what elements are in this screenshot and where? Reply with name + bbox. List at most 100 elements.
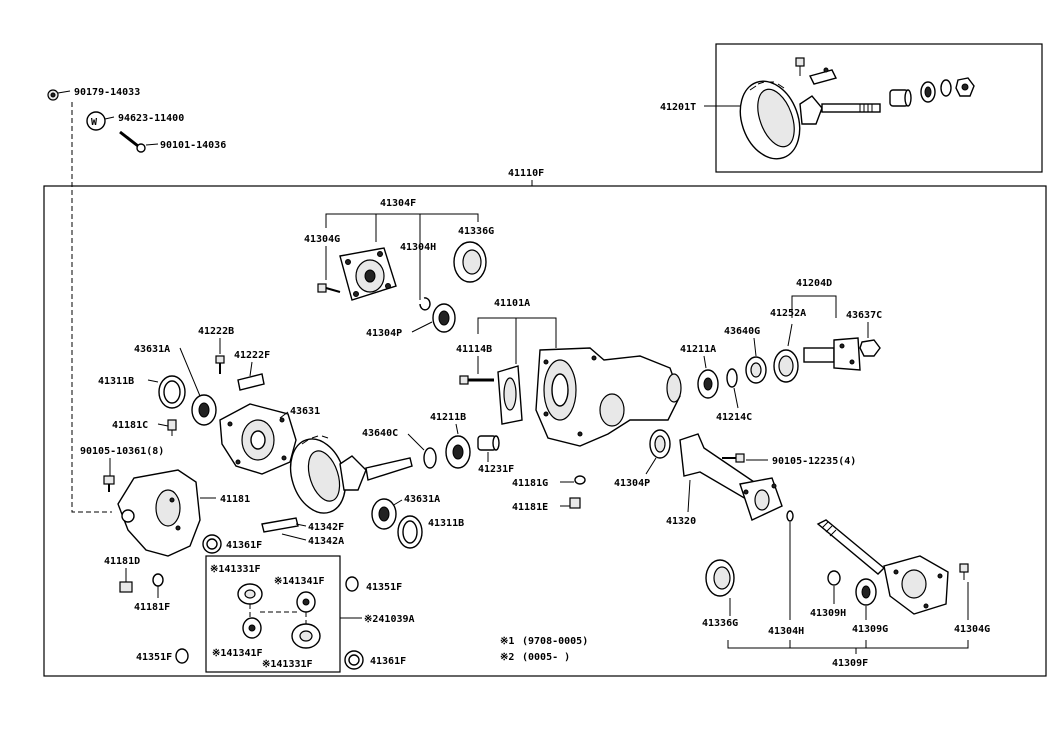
- axle-shaft-icon: [816, 519, 886, 575]
- part-label-43640G: 43640G: [724, 326, 760, 337]
- spacer-icon: [940, 79, 952, 97]
- part-label-41304F-top: 41304F: [380, 198, 416, 209]
- part-label-41336G-bot: 41336G: [702, 618, 738, 629]
- washer-letter: W: [91, 117, 98, 128]
- part-label-41304G-bot: 41304G: [954, 624, 990, 635]
- part-label-43631A-mid: 43631A: [404, 494, 440, 505]
- oil-seal-right-icon: [773, 349, 799, 383]
- bearing-top-icon: [432, 303, 456, 333]
- snap-ring-icon: [419, 297, 431, 311]
- bolt-icon: [119, 130, 146, 153]
- part-label-43640C: 43640C: [362, 428, 398, 439]
- part-label-41181F: 41181F: [134, 602, 170, 613]
- bearing-icon: [920, 81, 936, 103]
- breather-plug-icon: [167, 419, 177, 436]
- part-label-41181E: 41181E: [512, 502, 548, 513]
- axle-flange-icon: [883, 555, 949, 615]
- adjusting-bolt-icon: [215, 355, 225, 374]
- part-label-41101A: 41101A: [494, 298, 530, 309]
- ring-gear-icon: [739, 80, 801, 160]
- bolt-small-icon: [795, 57, 805, 76]
- thrust-washer-left-icon: [175, 648, 189, 664]
- spacer-ring-icon: [344, 650, 364, 670]
- flange-nut-icon: [859, 339, 881, 357]
- part-label-41252A: 41252A: [770, 308, 806, 319]
- spacer-washer-icon: [726, 368, 738, 388]
- left-shim-icon: [158, 375, 186, 409]
- note-2-mark: ※2: [500, 652, 514, 663]
- part-label-141331F-bot: ※141331F: [262, 659, 313, 670]
- lock-clip-icon: [237, 373, 265, 391]
- tube-seal-icon: [649, 429, 671, 459]
- diff-case-icon: [219, 403, 297, 475]
- part-label-41222B: 41222B: [198, 326, 234, 337]
- crush-spacer-icon: [423, 447, 437, 469]
- part-label-41342F: 41342F: [308, 522, 344, 533]
- tube-bolt-icon: [722, 453, 745, 463]
- plug-gasket-icon: [574, 475, 586, 485]
- differential-gear-kit-frame: [205, 555, 341, 673]
- cap-bolt-icon: [459, 375, 494, 385]
- diff-cover-icon: [117, 469, 201, 557]
- part-label-141341F-top: ※141341F: [274, 576, 325, 587]
- shaft-bearing-icon: [855, 578, 877, 606]
- part-label-241039A: ※241039A: [364, 614, 415, 625]
- pinion-gear-top-icon: [296, 591, 316, 613]
- thrust-washer-icon: [202, 534, 222, 554]
- side-gear-top-icon: [237, 583, 263, 605]
- gasket-icon: [152, 573, 164, 587]
- part-label-41211B: 41211B: [430, 412, 466, 423]
- part-label-41309H: 41309H: [810, 608, 846, 619]
- part-label-43631A-left: 43631A: [134, 344, 170, 355]
- companion-flange-icon: [803, 337, 861, 371]
- part-label-41211A: 41211A: [680, 344, 716, 355]
- part-label-141341F-bot: ※141341F: [212, 648, 263, 659]
- side-flange-icon: [339, 247, 397, 301]
- part-label-41304P-right: 41304P: [614, 478, 650, 489]
- drive-pinion-icon: [339, 455, 413, 491]
- bearing-cap-icon: [497, 365, 523, 425]
- hub-seal-icon: [705, 559, 735, 597]
- o-ring-icon: [786, 510, 794, 522]
- part-label-41181G: 41181G: [512, 478, 548, 489]
- pinion-bearing-icon: [697, 369, 719, 399]
- part-label-41304H-top: 41304H: [400, 242, 436, 253]
- part-label-41320: 41320: [666, 516, 696, 527]
- oil-seal-top-icon: [453, 241, 487, 283]
- part-label-41342A: 41342A: [308, 536, 344, 547]
- note-2-range: (0005- ): [522, 652, 570, 663]
- part-label-94623-11400: 94623-11400: [118, 113, 184, 124]
- thrust-washer-right-icon: [345, 576, 359, 592]
- flange-bolt-icon: [317, 283, 341, 293]
- filler-plug-icon: [569, 497, 581, 509]
- right-shim-icon: [397, 515, 423, 549]
- cover-bolt-icon: [103, 475, 115, 492]
- part-label-41304G-top: 41304G: [304, 234, 340, 245]
- part-label-41351F-left: 41351F: [136, 652, 172, 663]
- bearing-race-icon: [477, 435, 500, 451]
- part-label-41114B: 41114B: [456, 344, 492, 355]
- part-label-41181C: 41181C: [112, 420, 148, 431]
- main-assembly-frame: [43, 185, 1047, 677]
- part-label-41311B-mid: 41311B: [428, 518, 464, 529]
- part-label-41351F-right: 41351F: [366, 582, 402, 593]
- dashed-leader-line: [71, 102, 112, 513]
- part-label-43631: 43631: [290, 406, 320, 417]
- washer-w-icon: W: [86, 111, 106, 131]
- part-label-41110F: 41110F: [508, 168, 544, 179]
- part-label-90179-14033: 90179-14033: [74, 87, 140, 98]
- part-label-41204D: 41204D: [796, 278, 832, 289]
- pinion-shaft-icon: [799, 95, 881, 125]
- note-1-mark: ※1: [500, 636, 514, 647]
- nut-icon: [955, 77, 975, 97]
- part-label-41309F: 41309F: [832, 658, 868, 669]
- part-label-141331F-top: ※141331F: [210, 564, 261, 575]
- part-label-90101-14036: 90101-14036: [160, 140, 226, 151]
- part-label-41304H-bot: 41304H: [768, 626, 804, 637]
- side-gear-bottom-icon: [291, 623, 321, 649]
- pinion-gear-bottom-icon: [242, 617, 262, 639]
- part-label-41231F: 41231F: [478, 464, 514, 475]
- part-label-41222F: 41222F: [234, 350, 270, 361]
- part-label-41181: 41181: [220, 494, 250, 505]
- part-label-41181D: 41181D: [104, 556, 140, 567]
